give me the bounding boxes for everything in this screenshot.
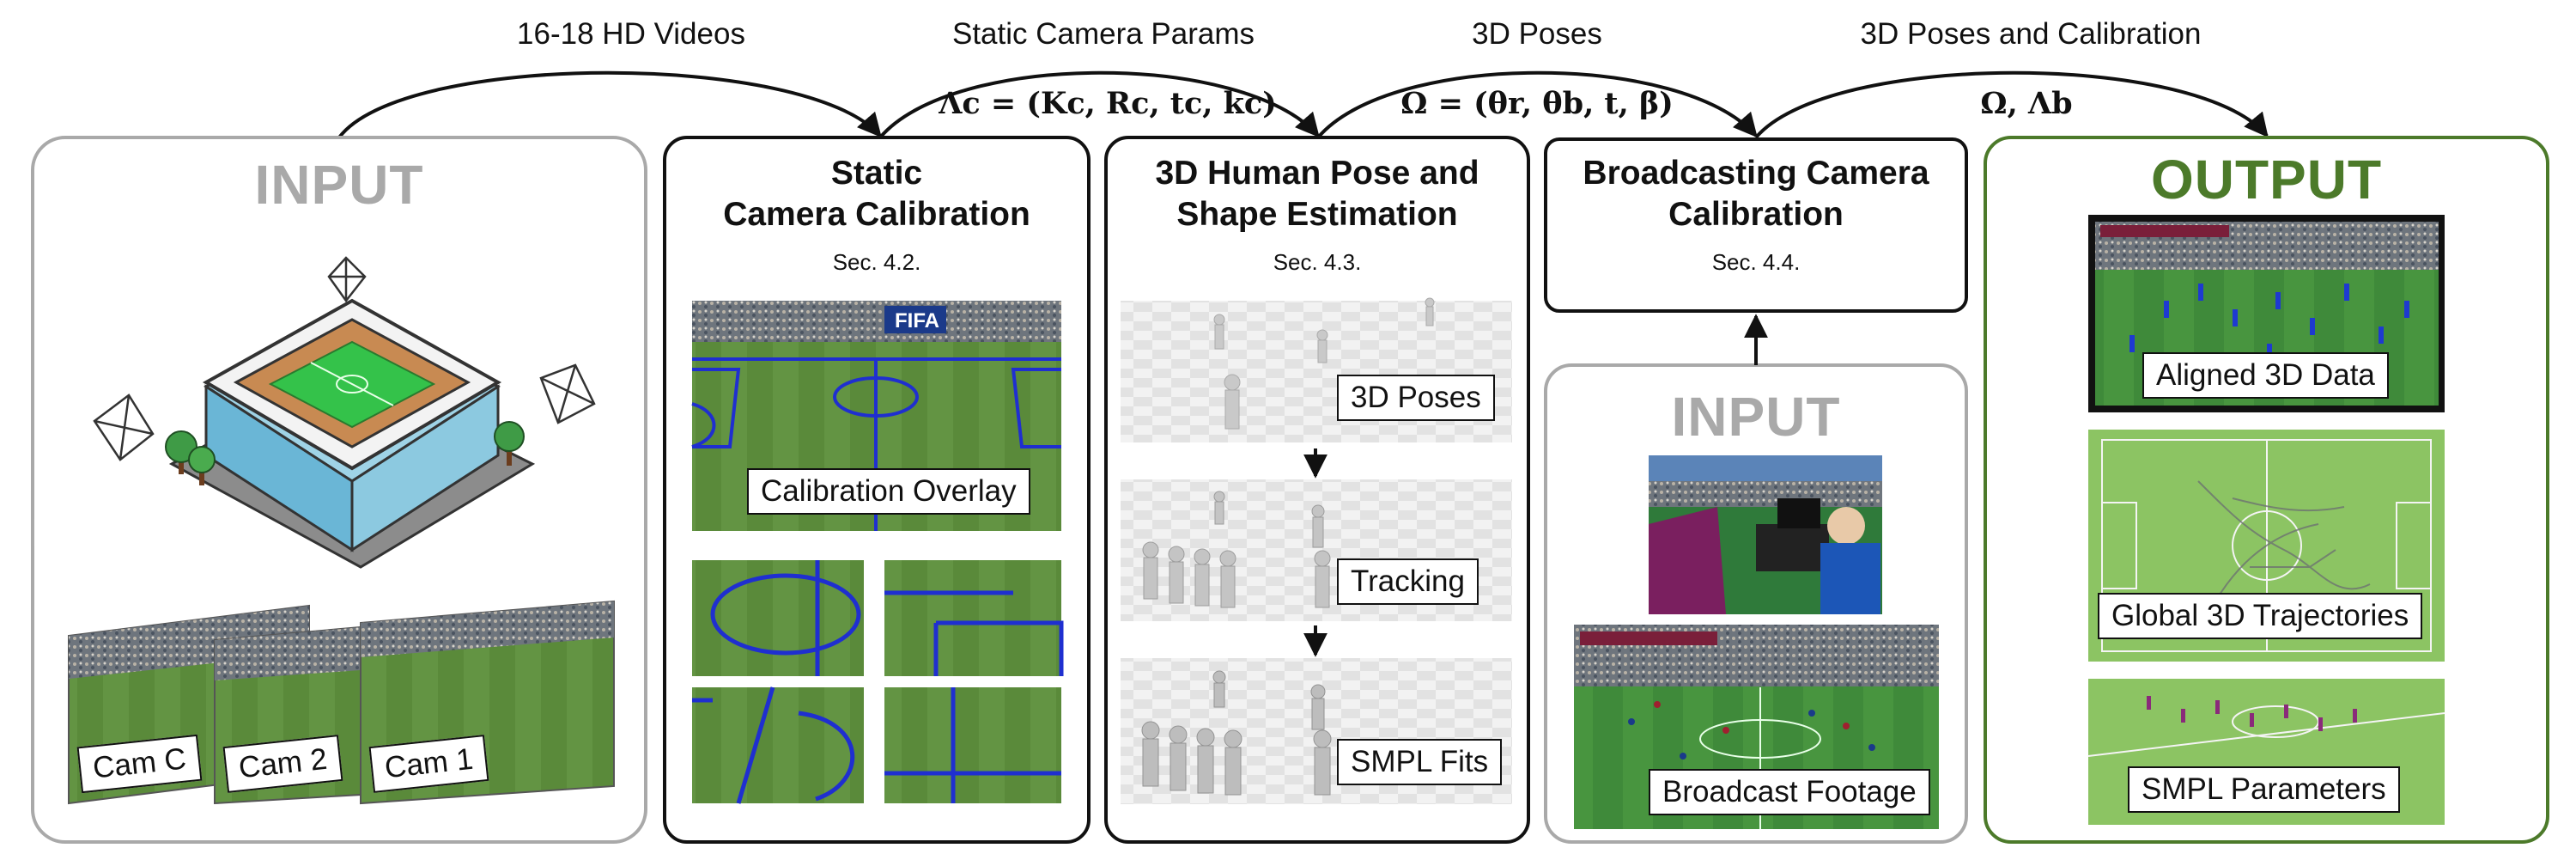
edge-label-poses-calibration: 3D Poses and Calibration bbox=[1860, 17, 2202, 51]
step-smpl-fits-label: SMPL Fits bbox=[1337, 739, 1503, 785]
calibration-thumbnails bbox=[692, 560, 1064, 804]
pose-est-frame bbox=[1104, 136, 1530, 844]
fifa-banner: FIFA bbox=[895, 309, 939, 332]
arrow-broadcast-to-output bbox=[1754, 70, 2269, 139]
output-panel-frame bbox=[1984, 136, 2549, 844]
input-panel-frame bbox=[31, 136, 647, 844]
top-flow-arrows bbox=[337, 70, 2269, 139]
formula-lambda-c: Λc = (Kc, Rc, tc, kc) bbox=[939, 86, 1277, 121]
tree-icon bbox=[165, 421, 525, 485]
broadcast-calib-frame bbox=[1544, 137, 1968, 313]
arrow-pose-to-broadcast bbox=[1316, 70, 1758, 139]
arrow-static-to-pose bbox=[878, 70, 1320, 139]
step-tracking-label: Tracking bbox=[1337, 558, 1479, 605]
static-calib-section: Sec. 4.2. bbox=[832, 249, 921, 275]
pose-est-title: 3D Human Pose and Shape Estimation bbox=[1155, 155, 1479, 233]
calibration-overlay-label: Calibration Overlay bbox=[747, 468, 1030, 515]
edge-label-videos: 16-18 HD Videos bbox=[517, 17, 745, 51]
broadcast-camera-photo bbox=[1649, 455, 1882, 614]
pose-est-section: Sec. 4.3. bbox=[1273, 249, 1362, 275]
arrow-input-to-static bbox=[337, 70, 882, 139]
input-panel-title: INPUT bbox=[254, 154, 424, 216]
broadcast-footage-label: Broadcast Footage bbox=[1649, 769, 1930, 815]
camera-wireframe-icon bbox=[93, 256, 596, 461]
global-trajectories-label: Global 3D Trajectories bbox=[2098, 593, 2423, 639]
stadium-illustration bbox=[93, 256, 596, 569]
smpl-parameters-label: SMPL Parameters bbox=[2128, 766, 2400, 813]
aligned-3d-data-label: Aligned 3D Data bbox=[2142, 352, 2389, 399]
broadcast-calib-title: Broadcasting Camera Calibration bbox=[1583, 155, 1929, 233]
step-3d-poses-label: 3D Poses bbox=[1337, 375, 1495, 421]
formula-omega: Ω = (θr, θb, t, β) bbox=[1400, 86, 1674, 121]
output-panel-title: OUTPUT bbox=[2150, 149, 2383, 210]
formula-omega-lambda-b: Ω, Λb bbox=[1980, 86, 2073, 121]
broadcast-input-title: INPUT bbox=[1671, 386, 1841, 448]
broadcast-calib-section: Sec. 4.4. bbox=[1711, 249, 1801, 275]
edge-label-static-params: Static Camera Params bbox=[951, 17, 1255, 51]
edge-label-poses: 3D Poses bbox=[1472, 17, 1602, 51]
static-calib-title: Static Camera Calibration bbox=[723, 155, 1030, 233]
static-calib-frame bbox=[663, 136, 1091, 844]
